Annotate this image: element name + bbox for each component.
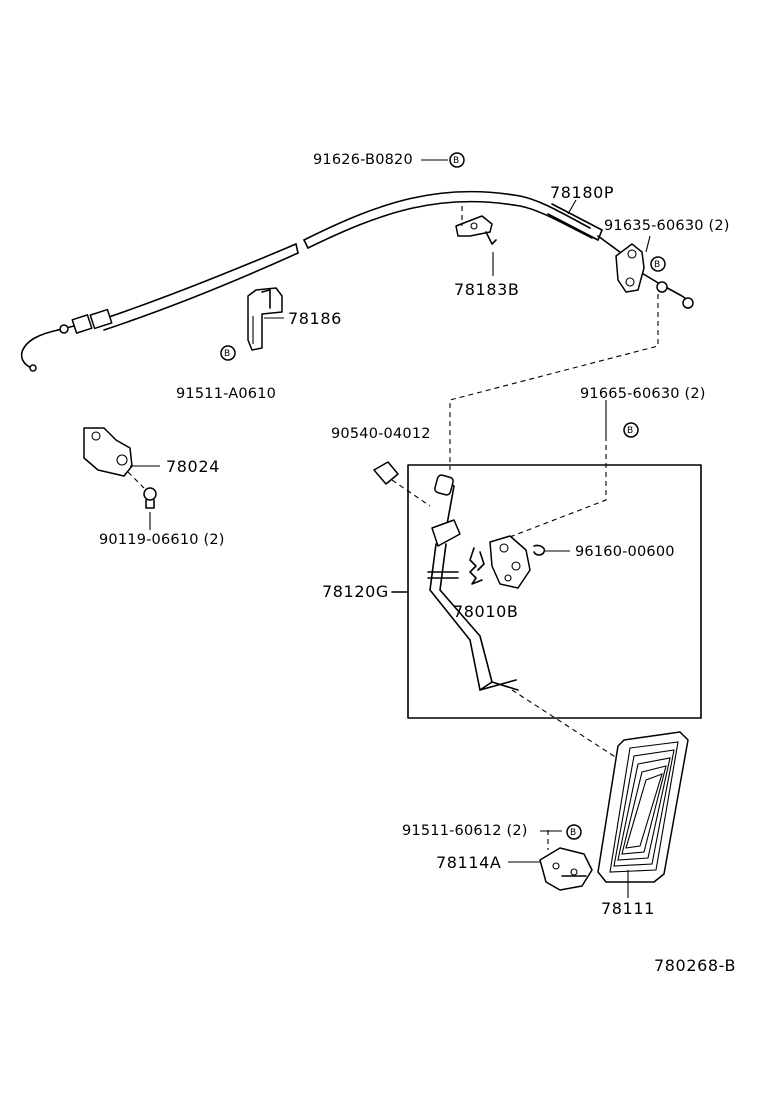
leader-lever-to-pad [511,689,621,761]
bracket-78024 [83,427,157,509]
bolt-symbol-4: B [627,426,634,436]
label-78010b: 78010B [453,602,519,621]
cable-bracket [615,243,645,293]
label-78186: 78186 [288,309,342,328]
bolt-symbol-3: B [224,349,231,359]
pedal-assembly-box [407,464,702,719]
leader-cable-to-lever [449,294,659,470]
stopper-plate [489,535,531,589]
bracket-78186 [247,287,283,351]
accelerator-cable [20,190,694,372]
figure-code: 780268-B [654,956,737,975]
label-91635-60630: 91635-60630 (2) [604,218,730,234]
label-91511-a0610: 91511-A0610 [176,386,277,402]
label-78111: 78111 [601,899,655,918]
label-96160-00600: 96160-00600 [575,544,675,560]
bolt-symbol-1: B [453,156,460,166]
spring-78010b [469,547,485,585]
label-78114a: 78114A [436,853,502,872]
bushing-90540 [373,461,431,507]
bolt-symbol-5: B [570,828,577,838]
pedal-lever [427,474,519,691]
label-90119-06610: 90119-06610 (2) [99,532,225,548]
label-78183b: 78183B [454,280,520,299]
label-78024: 78024 [166,457,220,476]
pedal-pad-78111 [597,731,689,883]
label-91511-60612: 91511-60612 (2) [402,823,528,839]
leader-bolt-to-stopper [501,436,607,541]
clip-96160 [533,544,546,556]
bolt-symbol-2: B [654,260,661,270]
label-78120g: 78120G [322,582,389,601]
label-78180p: 78180P [550,183,615,202]
bracket-78114a [539,847,593,891]
bolt-symbols [220,152,666,840]
label-91626-b0820: 91626-B0820 [313,152,413,168]
label-91665-60630: 91665-60630 (2) [580,386,706,402]
label-90540-04012: 90540-04012 [331,426,431,442]
label-leaders [130,159,651,898]
clamp-78183b [455,206,497,245]
